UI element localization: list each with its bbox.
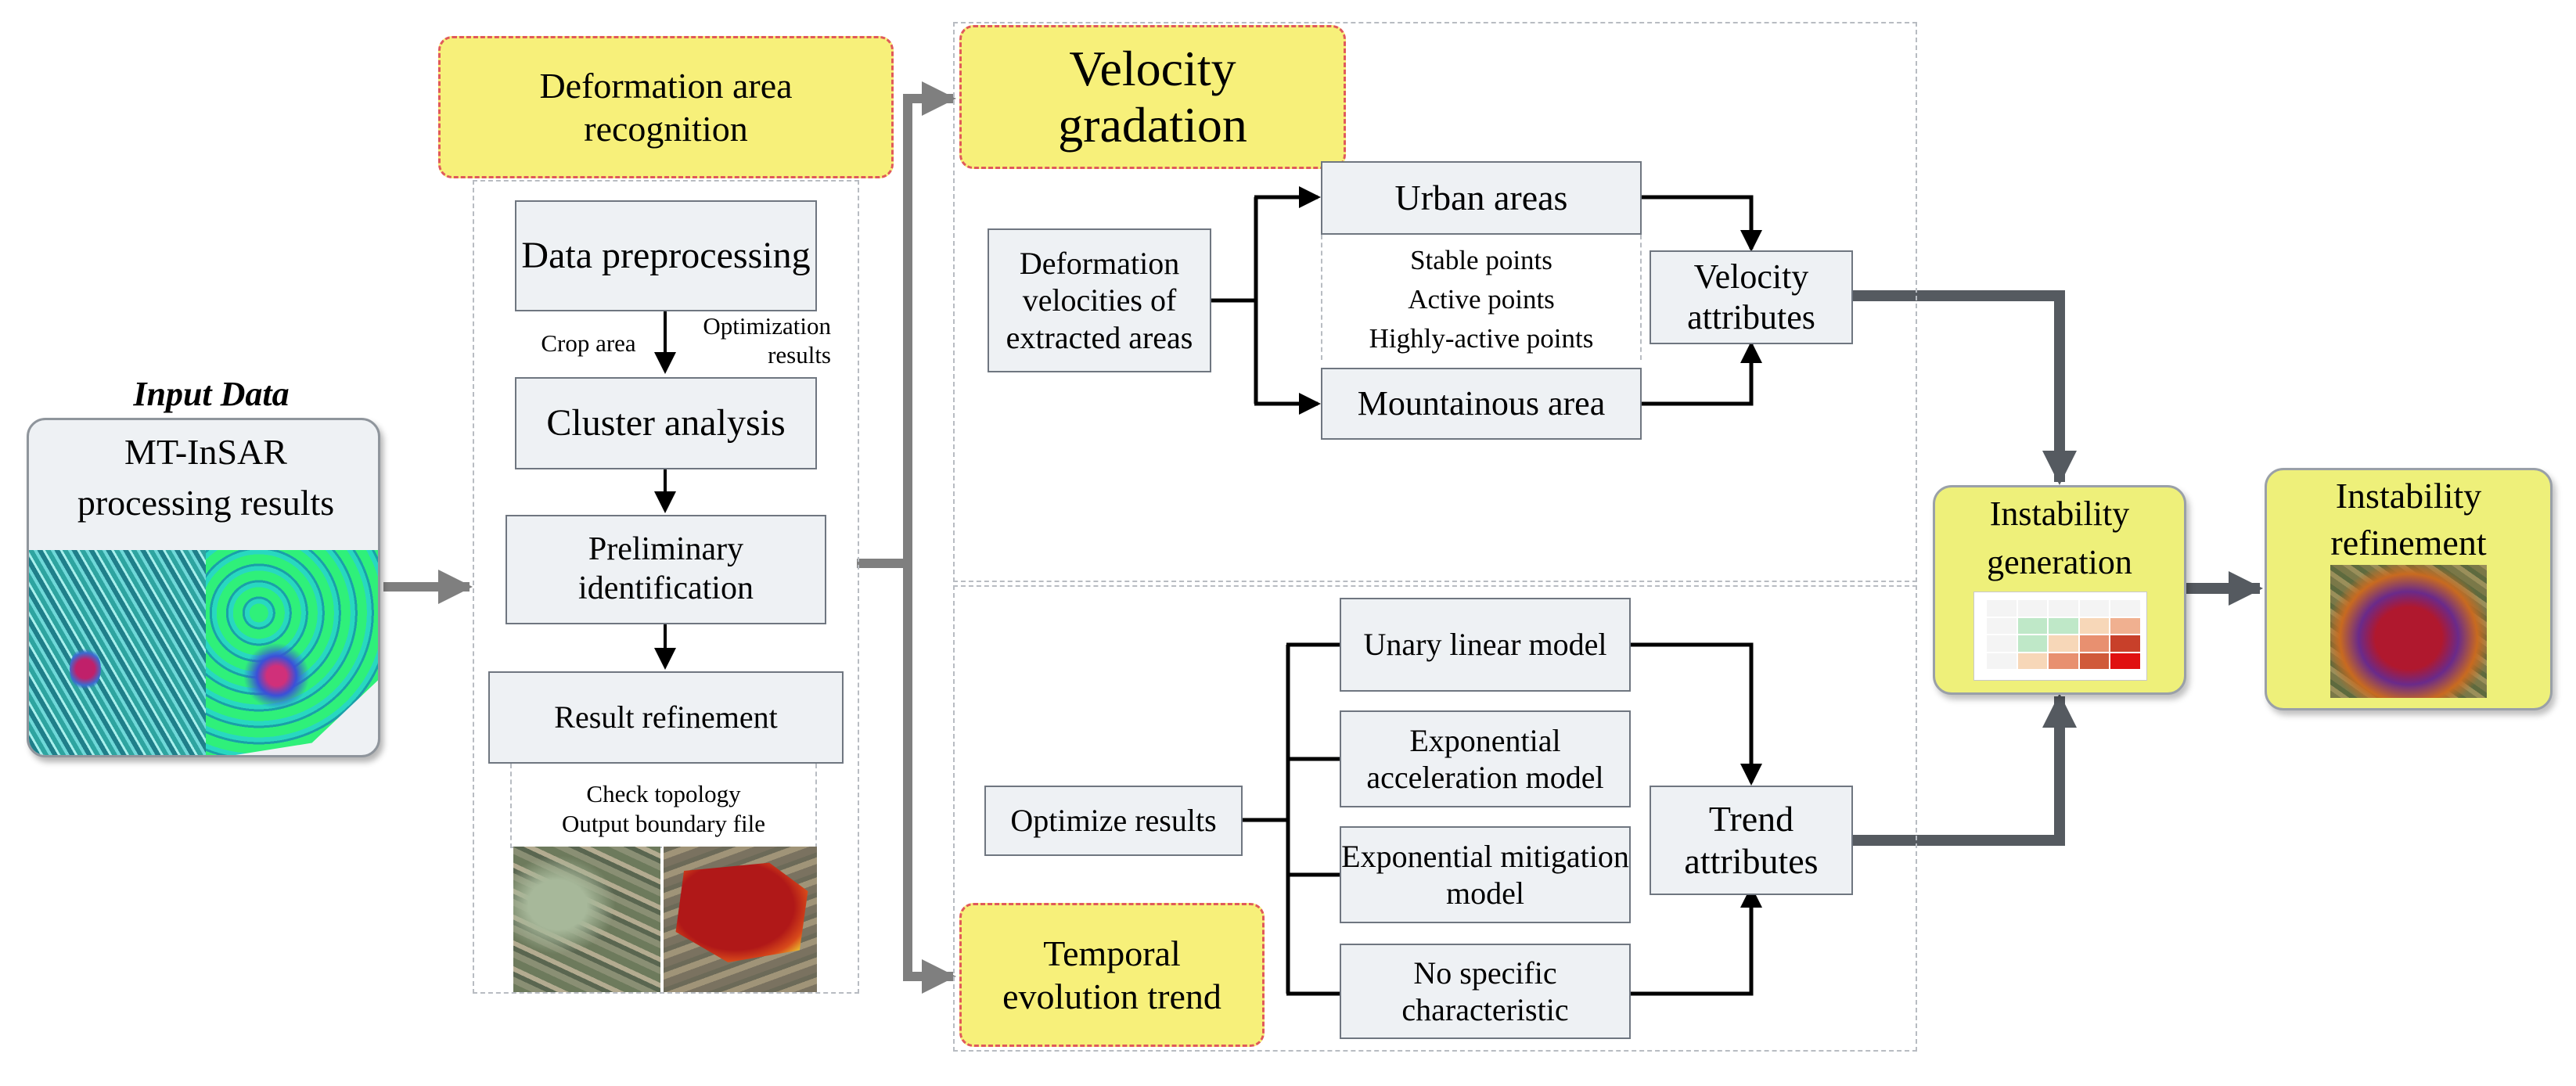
- arrow-trend-attr-to-generation: [1853, 693, 2077, 846]
- insar-result-image-right: [206, 550, 378, 755]
- trend-attributes-box: Trend attributes: [1650, 786, 1853, 895]
- recognition-panel: [473, 180, 859, 994]
- arrow-mountainous-to-attributes: [1642, 341, 1762, 406]
- instability-generation-label: Instability generation: [1987, 494, 2132, 582]
- insar-result-image-left: [29, 550, 206, 755]
- no-specific-characteristic-box: No specific characteristic: [1340, 944, 1631, 1039]
- insar-hotspot-left: [70, 647, 101, 691]
- output-boundary-label: Output boundary file: [561, 810, 765, 837]
- unary-linear-model-box: Unary linear model: [1340, 598, 1631, 692]
- velocity-panel: [953, 22, 1917, 582]
- check-topology-label: Check topology: [586, 780, 741, 807]
- stable-points-label: Stable points: [1410, 245, 1552, 275]
- velocity-title: Velocity gradation: [959, 25, 1346, 169]
- satellite-image-left: [513, 847, 660, 992]
- optimization-results-label: Optimization results: [703, 312, 831, 369]
- cluster-analysis-box: Cluster analysis: [515, 377, 817, 469]
- crop-area-label: Crop area: [541, 329, 636, 357]
- arrow-nospecific-to-trend: [1631, 886, 1762, 996]
- input-header: Input Data: [133, 375, 290, 413]
- instability-matrix-thumbnail: [1973, 592, 2147, 681]
- mountainous-area-box: Mountainous area: [1321, 368, 1642, 440]
- result-refinement-box: Result refinement: [488, 671, 844, 764]
- instability-refinement-label: Instability refinement: [2330, 476, 2487, 563]
- highly-active-points-label: Highly-active points: [1369, 323, 1594, 354]
- arrow-velocity-attr-to-generation: [1853, 290, 2077, 485]
- velocity-attributes-box: Velocity attributes: [1650, 250, 1853, 344]
- point-classes-panel: [1321, 235, 1642, 360]
- deformation-velocities-box: Deformation velocities of extracted area…: [988, 228, 1211, 372]
- arrow-unary-to-trend: [1631, 642, 1762, 786]
- temporal-panel: [953, 585, 1917, 1052]
- exponential-acceleration-box: Exponential acceleration model: [1340, 710, 1631, 807]
- instability-map-thumbnail: [2330, 565, 2487, 698]
- urban-areas-box: Urban areas: [1321, 161, 1642, 235]
- data-preprocessing-box: Data preprocessing: [515, 200, 817, 311]
- input-data-card: MT-InSAR processing results: [27, 418, 380, 757]
- preliminary-identification-box: Preliminary identification: [505, 515, 826, 624]
- optimize-results-box: Optimize results: [984, 786, 1243, 856]
- active-points-label: Active points: [1408, 284, 1555, 315]
- temporal-title: Temporal evolution trend: [959, 903, 1265, 1047]
- exponential-mitigation-box: Exponential mitigation model: [1340, 826, 1631, 923]
- input-label: MT-InSAR processing results: [77, 432, 335, 523]
- arrow-urban-to-attributes: [1642, 195, 1762, 252]
- recognition-title: Deformation area recognition: [438, 36, 894, 178]
